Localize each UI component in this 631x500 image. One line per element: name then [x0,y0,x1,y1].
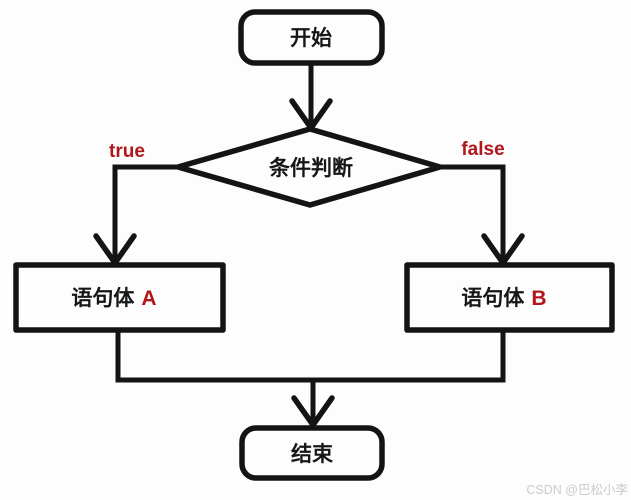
edge-false-branch [437,164,506,263]
watermark-text: CSDN @巴松小李 [526,482,628,497]
edge-merge [115,327,506,383]
end-node-label: 结束 [291,442,334,466]
node-group [13,9,615,481]
branch-b-node-label: 语句体 B [461,286,546,310]
branch-a-suffix: A [141,287,156,310]
condition-diamond-node [175,126,443,208]
end-node [239,425,385,481]
false-branch-label: false [461,139,504,160]
branch-a-node [13,262,226,333]
edge-true-branch [112,164,181,263]
edge-group [93,60,525,430]
branch-b-node [404,262,615,333]
branch-a-node-label: 语句体 A [71,286,156,310]
start-node [238,9,385,66]
start-node-label: 开始 [290,26,332,50]
branch-b-text: 语句体 [461,286,525,310]
condition-node-label: 条件判断 [269,156,353,180]
arrow-down-icon [291,395,335,430]
branch-a-text: 语句体 [71,286,135,310]
branch-b-suffix: B [531,287,546,310]
true-branch-label: true [109,141,145,162]
